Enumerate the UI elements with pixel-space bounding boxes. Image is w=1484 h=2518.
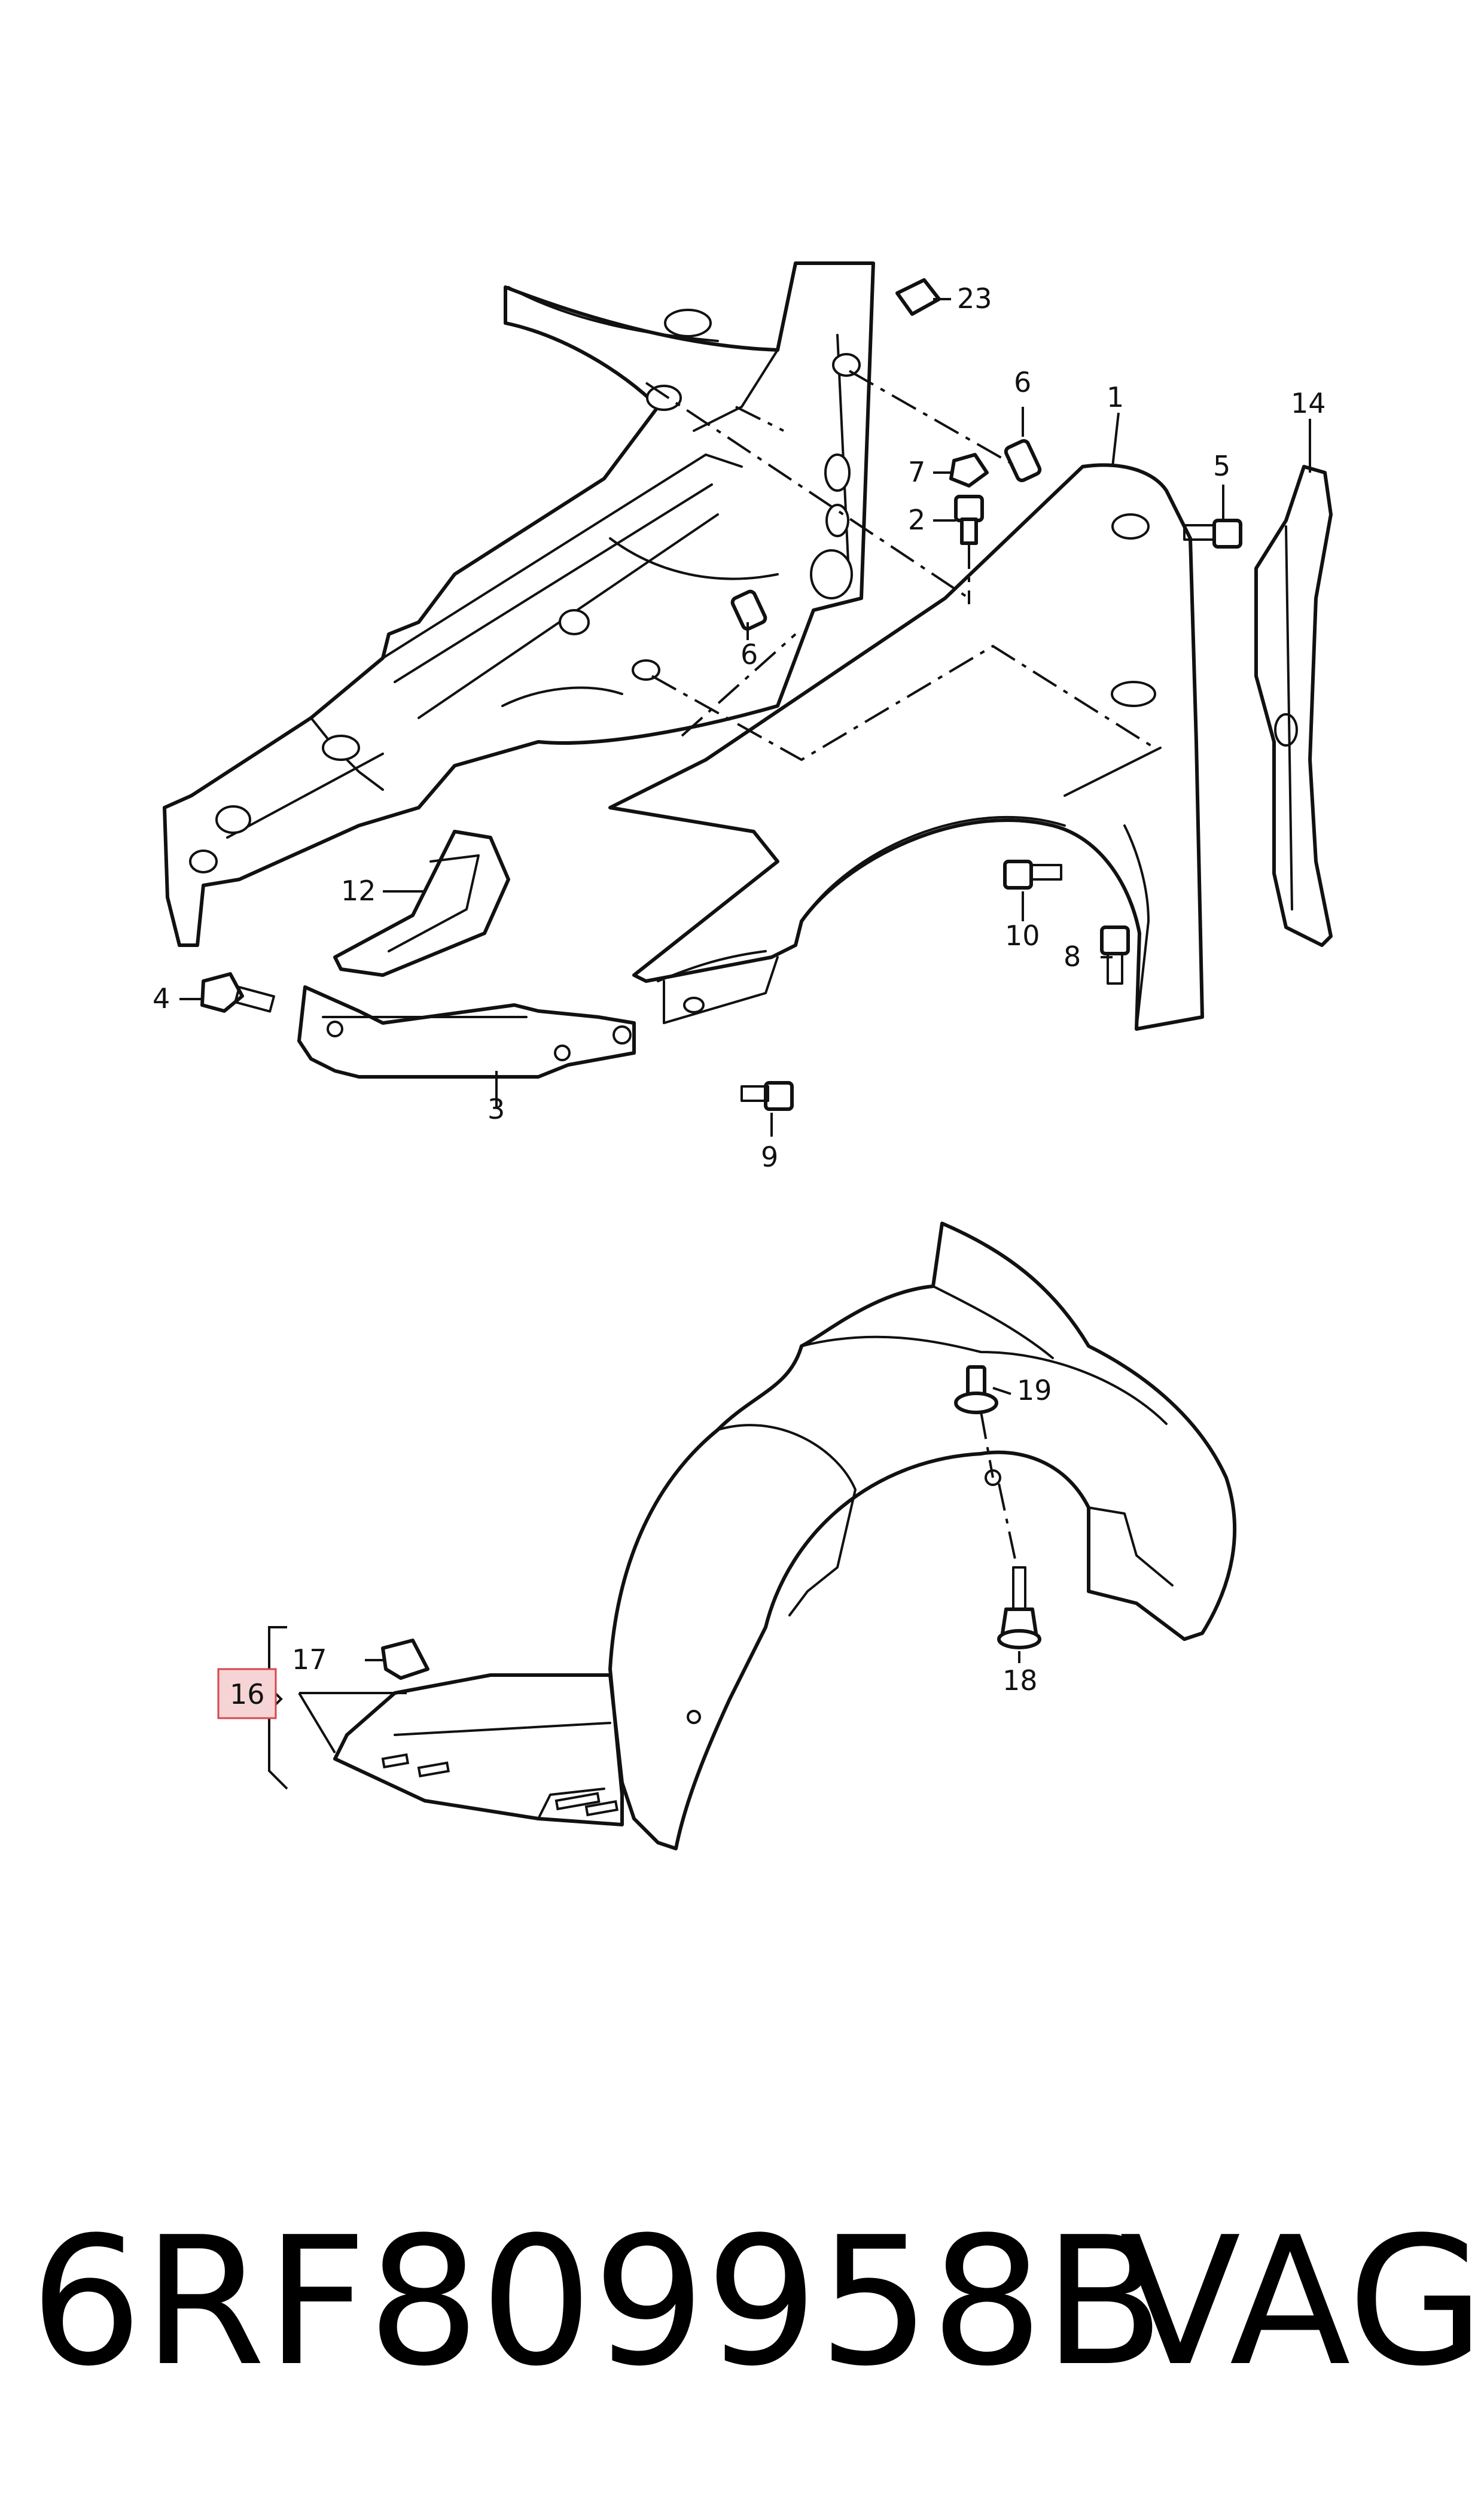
callout-23: 23 [957,282,992,315]
liner-slot [381,1753,410,1769]
callout-1: 1 [1107,381,1124,413]
bolt-8 [1100,925,1130,985]
nut-7 [949,453,989,488]
bracket-hole [327,1021,343,1037]
bracket-hole [554,1045,571,1061]
bolt-2 [954,495,984,545]
callout-17: 17 [292,1643,327,1676]
fender-sidemarker-hole [1111,681,1156,707]
body-hole [559,609,590,635]
callout-18: 18 [1002,1664,1038,1697]
liner-slot [417,1761,450,1778]
body-hole [810,549,853,599]
body-hole [646,385,682,411]
assembly-lines-lower [980,1411,1018,1568]
fender-hole [1111,513,1150,540]
brand-label: VAG [1120,2199,1484,2405]
callout-14: 14 [1291,387,1326,419]
liner-hole [687,1710,701,1724]
wheel-housing-liner [333,1222,1237,1850]
clip-23 [895,278,941,316]
callout-16-highlight [217,1668,277,1719]
spacer-6-upper [1004,439,1042,483]
callout-5: 5 [1213,450,1230,482]
callout-10: 10 [1005,919,1040,952]
callout-6-lower: 6 [741,638,758,671]
callout-6-upper: 6 [1014,366,1031,398]
bolt-5 [1183,519,1242,549]
callout-12: 12 [341,875,376,907]
callout-labels: 23 6 1 14 5 7 2 6 12 4 3 9 10 8 19 18 17… [153,282,1326,1719]
fender-hole [683,997,705,1013]
body-hole [824,453,851,492]
callout-8: 8 [1064,940,1081,973]
liner-slot [584,1800,618,1817]
body-front-structure [163,261,875,947]
body-hole [189,850,218,873]
body-hole [632,659,660,681]
leader-lines [179,298,1311,1790]
bolt-9 [741,1081,794,1111]
callout-2: 2 [908,504,925,536]
screw-18 [997,1566,1041,1649]
spacer-6-lower [730,589,767,631]
bracket-hole [613,1025,632,1045]
body-hole [322,735,360,761]
fender-panel [608,463,1204,1031]
body-hole [832,353,861,377]
callout-9: 9 [761,1141,778,1173]
callout-4: 4 [153,982,170,1015]
callout-7: 7 [908,456,925,488]
body-hole [664,309,712,337]
body-hole [215,805,251,834]
expansion-rivet-19 [954,1365,998,1414]
seal-hole [1274,713,1298,747]
bolt-10 [1003,860,1062,890]
callout-3: 3 [487,1093,505,1125]
bolt-4 [200,972,275,1013]
bracket-12 [333,830,510,977]
part-number: 6RF809958B [30,2199,1165,2405]
callout-16: 16 [230,1678,265,1710]
assembly-lines-upper [645,370,1156,762]
fender-seal [1254,465,1333,947]
body-hole [825,504,849,537]
clip-nut-17 [381,1639,429,1680]
liner-slot [554,1792,601,1811]
support-bracket-3 [297,985,636,1079]
callout-19: 19 [1017,1374,1052,1406]
